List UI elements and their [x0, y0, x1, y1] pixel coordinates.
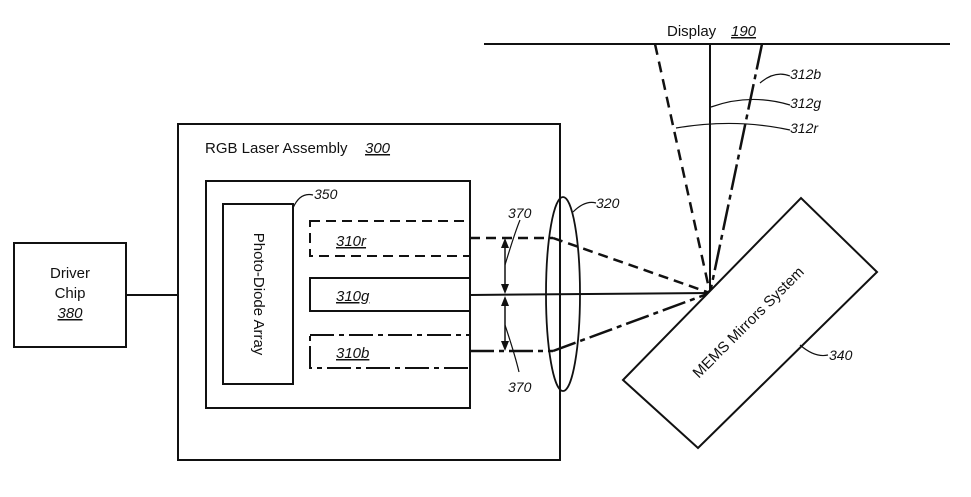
driver-chip-line2: Chip [55, 285, 86, 302]
callout-370-top [504, 219, 521, 266]
beam-label-312r: 312r [790, 120, 819, 136]
display-label: Display [667, 23, 717, 40]
photo-diode-array-box [222, 203, 294, 385]
lens-320 [545, 196, 581, 392]
driver-chip-ref: 380 [57, 305, 83, 322]
laser-310g-box [309, 277, 471, 312]
beam-green-to-mirror [469, 292, 711, 296]
spacing-ref-bottom: 370 [508, 379, 532, 395]
beam-red-to-mirror [552, 236, 711, 295]
driver-chip-line1: Driver [50, 265, 90, 282]
callout-312r [675, 122, 791, 131]
callout-312g [710, 98, 791, 108]
mems-ref: 340 [829, 347, 853, 363]
mems-mirrors-box [621, 196, 879, 450]
callout-350 [292, 193, 314, 209]
photo-diode-ref: 350 [314, 186, 338, 202]
arrowhead-top-up [501, 238, 509, 248]
photo-diode-array-label: Photo-Diode Array [250, 233, 267, 356]
callout-312b [759, 73, 791, 84]
laser-310g-label: 310g [336, 288, 370, 305]
callout-370-bottom [504, 324, 520, 373]
arrowhead-bottom-down [501, 341, 509, 351]
assembly-ref: 300 [365, 140, 391, 157]
callout-340 [799, 344, 829, 357]
beam-312b-dashed [653, 43, 712, 294]
callout-320 [572, 201, 597, 213]
lens-ref: 320 [596, 195, 620, 211]
assembly-label: RGB Laser Assembly [205, 140, 348, 157]
display-ref: 190 [731, 23, 757, 40]
rgb-laser-assembly-box [177, 123, 561, 461]
beam-label-312g: 312g [790, 95, 821, 111]
beam-312r-longdash [708, 43, 764, 294]
laser-310b-label: 310b [336, 345, 369, 362]
beam-blue-to-mirror [552, 291, 711, 353]
laser-310b-box [309, 334, 471, 369]
laser-310r-label: 310r [336, 233, 367, 250]
laser-310r-box [309, 220, 471, 257]
spacing-ref-top: 370 [508, 205, 532, 221]
arrowhead-bottom-up [501, 296, 509, 306]
beam-label-312b: 312b [790, 66, 821, 82]
arrowhead-top-down [501, 284, 509, 294]
